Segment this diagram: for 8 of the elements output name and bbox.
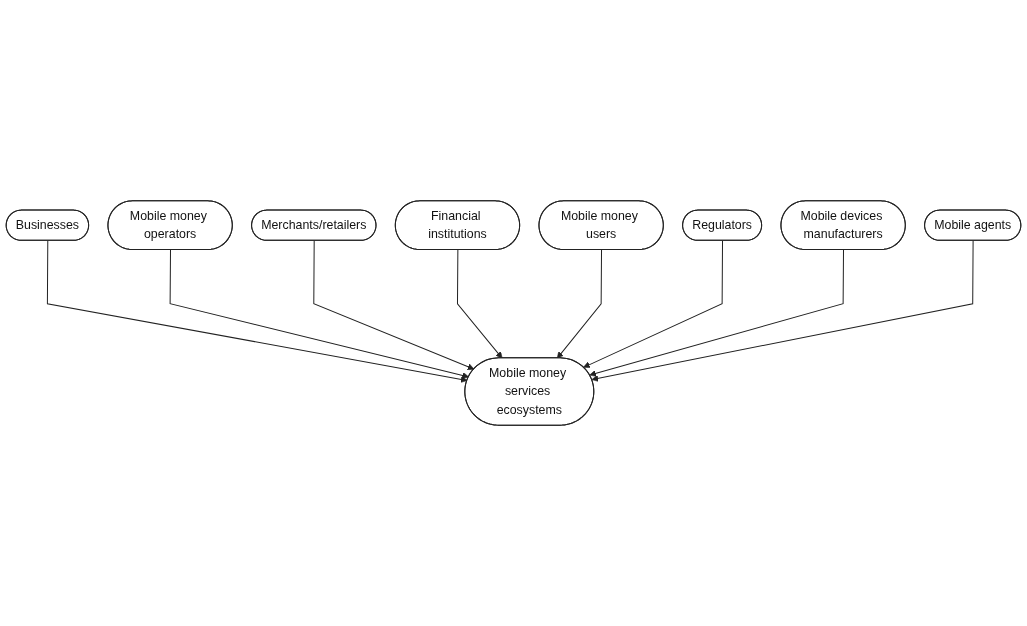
arrow <box>556 249 603 359</box>
arrow <box>583 240 724 368</box>
arrow <box>169 249 469 379</box>
arrow <box>46 240 468 383</box>
arrow <box>313 240 475 371</box>
arrow <box>456 249 503 359</box>
arrow <box>589 249 844 377</box>
arrow <box>591 240 974 382</box>
